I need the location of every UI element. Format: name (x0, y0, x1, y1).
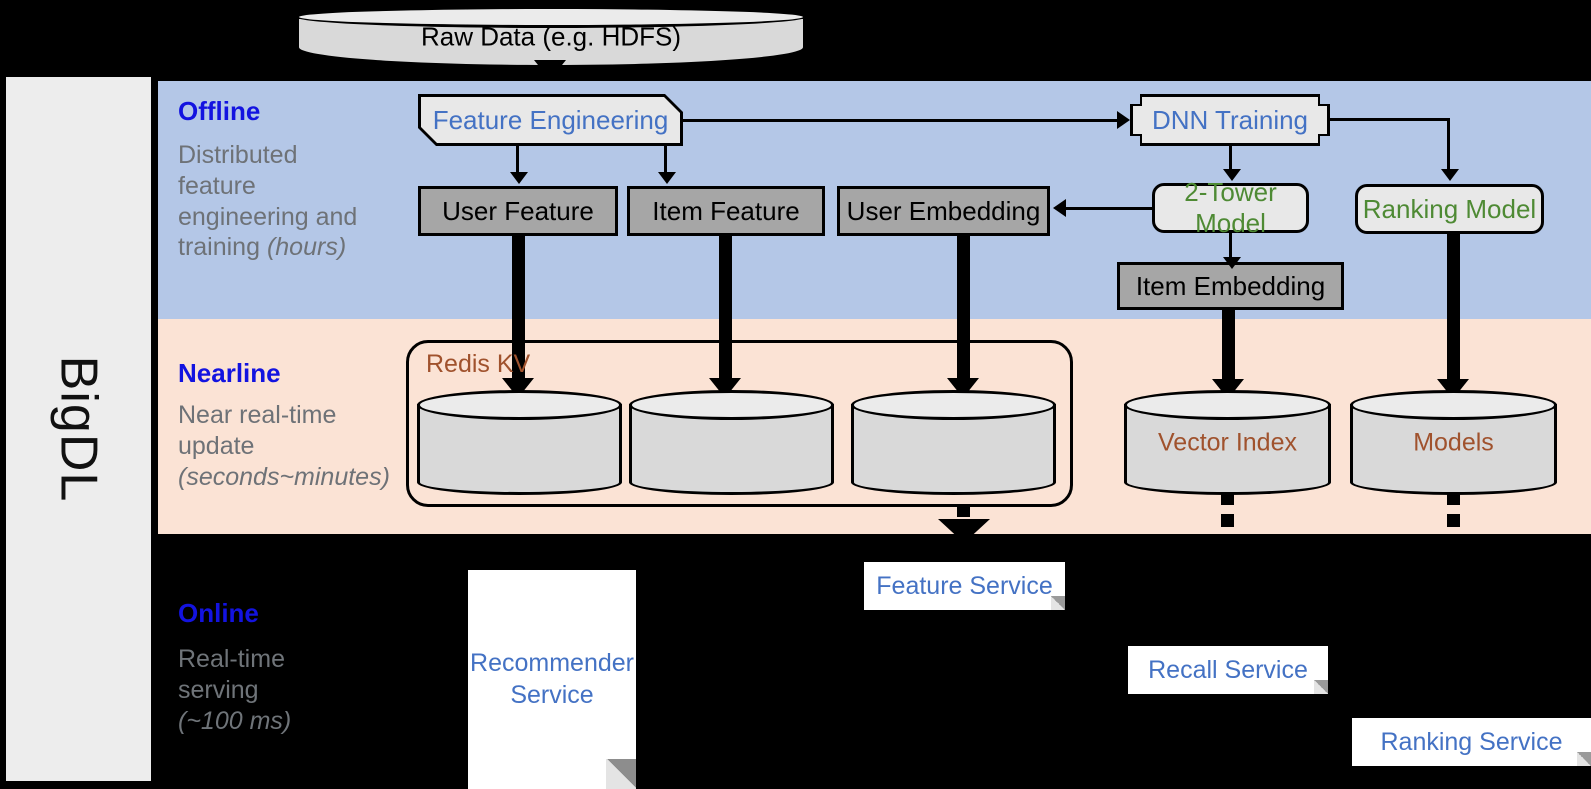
dash-ranking-2 (1447, 514, 1460, 527)
raw-data-label: Raw Data (e.g. HDFS) (420, 21, 682, 52)
connector-fe-itemfeature (664, 146, 667, 174)
cylinder-top (1124, 390, 1331, 420)
offline-subtitle-l1: Distributed (178, 141, 298, 169)
nearline-subtitle-l1: Near real-time (178, 401, 337, 429)
connector-dnn-ranking-v (1447, 118, 1450, 170)
item-feature-label: Item Feature (652, 195, 800, 226)
arrowhead-dnn-ranking (1441, 169, 1459, 181)
cylinder-top (296, 6, 806, 28)
bigdl-platform-rail: BigDL (6, 77, 151, 781)
user-embedding-label: User Embedding (846, 195, 1041, 226)
nearline-subtitle-l2: update (178, 431, 255, 460)
arrowhead-dnn-2tower (1223, 169, 1241, 181)
connector-fe-userfeature (516, 146, 519, 174)
redis-kv-group (406, 340, 1073, 507)
connector-dnn-2tower (1229, 146, 1232, 170)
pipe-userembedding-store (957, 236, 970, 384)
online-title: Online (178, 598, 259, 628)
node-feature-engineering[interactable]: Feature Engineering (418, 94, 683, 146)
node-user-feature[interactable]: User Feature (418, 186, 618, 236)
offline-subtitle-l2: feature (178, 171, 256, 200)
arrowhead-featureservice (938, 519, 990, 543)
dash-recall-1 (1221, 492, 1234, 505)
online-subtitle-l3: (~100 ms) (178, 706, 292, 735)
raw-data-store: Raw Data (e.g. HDFS) (296, 6, 806, 68)
offline-subtitle-l3: engineering and (178, 202, 358, 231)
pipe-rankingmodel-models (1447, 234, 1460, 385)
ranking-model-label: Ranking Model (1362, 193, 1537, 224)
nearline-title: Nearline (178, 358, 281, 388)
arrowhead-fe-itemfeature (658, 172, 676, 184)
models-label: Models (1413, 428, 1494, 456)
connector-2tower-userembedding (1066, 207, 1154, 210)
recommender-service-label: Recommender Service (470, 649, 634, 709)
dnn-training-label: DNN Training (1133, 97, 1327, 143)
service-ranking[interactable]: Ranking Service (1352, 718, 1591, 766)
item-embedding-label: Item Embedding (1135, 270, 1326, 301)
offline-title: Offline (178, 96, 261, 126)
vector-index-label: Vector Index (1158, 428, 1297, 456)
connector-fe-dnn (683, 119, 1117, 122)
node-item-feature[interactable]: Item Feature (627, 186, 825, 236)
nearline-subtitle-l3: (seconds~minutes) (178, 462, 390, 491)
online-subtitle-l1: Real-time (178, 645, 285, 673)
dash-ranking-1 (1447, 492, 1460, 505)
node-dnn-training[interactable]: DNN Training (1130, 94, 1330, 146)
cylinder-top (1350, 390, 1557, 420)
pipe-userfeature-store (512, 236, 525, 384)
node-ranking-model[interactable]: Ranking Model (1355, 184, 1544, 234)
arrowhead-rawdata-fe (534, 60, 566, 80)
store-vector-index[interactable]: Vector Index (1124, 390, 1331, 495)
service-recall[interactable]: Recall Service (1128, 646, 1328, 694)
service-feature[interactable]: Feature Service (864, 562, 1065, 610)
arrowhead-fe-dnn (1117, 111, 1130, 129)
two-tower-model-label: 2-Tower Model (1184, 177, 1277, 238)
cylinder-top (417, 390, 622, 420)
store-item-feature[interactable] (629, 390, 834, 495)
feature-engineering-label: Feature Engineering (421, 97, 680, 143)
store-user-embedding[interactable] (851, 390, 1056, 495)
nearline-subtitle: Near real-time update (seconds~minutes) (178, 400, 408, 492)
dash-recall-2 (1221, 514, 1234, 527)
pipe-itemfeature-store (719, 236, 732, 384)
node-user-embedding[interactable]: User Embedding (837, 186, 1050, 236)
bigdl-label: BigDL (49, 355, 108, 503)
ranking-service-label: Ranking Service (1380, 727, 1563, 756)
offline-subtitle: Distributed feature engineering and trai… (178, 140, 408, 263)
connector-2tower-itemembedding (1229, 233, 1232, 259)
service-recommender[interactable]: Recommender Service (468, 570, 636, 789)
arrowhead-2tower-userembedding (1053, 199, 1066, 217)
page-fold-icon (1577, 752, 1591, 766)
offline-subtitle-l4: training (hours) (178, 233, 347, 262)
cylinder-top (851, 390, 1056, 420)
dash-featureservice-1 (957, 504, 970, 517)
arrowhead-2tower-itemembedding (1223, 257, 1241, 269)
user-feature-label: User Feature (442, 195, 594, 226)
pipe-itemembedding-vectorindex (1222, 310, 1235, 385)
page-fold-icon (1314, 680, 1328, 694)
page-fold-icon (606, 759, 636, 789)
store-user-feature[interactable] (417, 390, 622, 495)
cylinder-top (629, 390, 834, 420)
node-2-tower-model[interactable]: 2-Tower Model (1152, 177, 1309, 238)
redis-kv-label: Redis KV (426, 350, 531, 378)
connector-dnn-ranking-h (1330, 118, 1450, 121)
recall-service-label: Recall Service (1148, 655, 1308, 684)
feature-service-label: Feature Service (876, 571, 1053, 600)
node-item-embedding[interactable]: Item Embedding (1117, 262, 1344, 310)
arrowhead-fe-userfeature (510, 172, 528, 184)
page-fold-icon (1051, 596, 1065, 610)
online-subtitle-l2: serving (178, 675, 259, 704)
online-subtitle: Real-time serving (~100 ms) (178, 644, 408, 736)
store-models[interactable]: Models (1350, 390, 1557, 495)
